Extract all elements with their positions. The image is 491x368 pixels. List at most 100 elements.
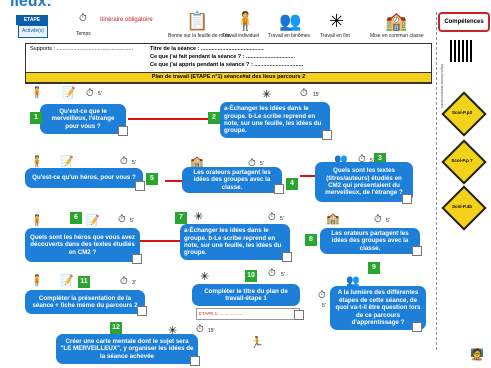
step-11-box: Compléter la présentation de la séance +… [25, 290, 145, 314]
step-5-box: Qu'est-ce qu'un héros, pour vous ? [25, 168, 143, 188]
class-icon: 🏫 [190, 156, 204, 168]
person-icon: 🧍 [30, 275, 44, 287]
timer-icon: ⏱ [268, 212, 276, 223]
qr-code-icon [450, 40, 472, 62]
step-8-box: Les orateurs partagent les idées des gro… [320, 228, 420, 254]
step-checkbox[interactable] [135, 181, 145, 191]
header-icon-label-3: Travail en binômes [268, 33, 311, 39]
person-icon: 🧍 [30, 156, 44, 168]
step-checkbox[interactable] [412, 246, 422, 256]
header-icon-label-5: Mise en commun classe [370, 33, 424, 39]
timer-icon: ⏱ [196, 324, 204, 335]
step-number: 2 [208, 112, 220, 124]
flow-arrow [140, 240, 180, 242]
pair-icon: 👥 [279, 11, 302, 31]
runner-icon: 🏃 [250, 337, 264, 349]
step-checkbox[interactable] [402, 194, 412, 204]
person-icon: 🧍 [30, 87, 44, 99]
competence-label-3: Scol-P.4b [452, 204, 472, 209]
step-12-box: Créer une carte mentale dont le sujet se… [56, 334, 198, 364]
step-time: 3' [132, 280, 136, 286]
competence-label-2: Scol-P.p 7 [451, 158, 473, 163]
sheet-icon: 📝 [60, 156, 74, 168]
itineraire-label: Itinéraire obligatoire [100, 17, 153, 23]
step-6-box: Quels sont les héros que vous avez décou… [25, 228, 140, 262]
step-checkbox[interactable] [294, 310, 304, 320]
step-time: 5' [98, 91, 102, 97]
header-icon-label-4: Travail en îlot [320, 33, 350, 39]
timer-icon: ⏱ [358, 154, 366, 165]
appris-field[interactable]: Ce que j'ai appris pendant la séance ? :… [150, 62, 304, 68]
timer-icon: ⏱ [300, 88, 308, 99]
side-link[interactable]: https://www.lesresources... [440, 64, 445, 112]
flow-arrow [300, 175, 315, 177]
timer-icon: ⏱ [374, 214, 382, 225]
person-icon: 🧍 [30, 215, 44, 227]
step-checkbox[interactable] [282, 252, 292, 262]
class-icon: 🏫 [326, 213, 340, 225]
step-time: 15' [208, 328, 215, 334]
step-number: 7 [175, 212, 187, 224]
step-checkbox[interactable] [190, 356, 200, 366]
step-number: 4 [286, 178, 298, 190]
flow-arrow [165, 180, 182, 182]
competence-label-1: Scol-P.p3 [452, 110, 472, 115]
step-7-box: a-Échanger les idées dans le groupe. b-L… [180, 224, 290, 260]
step-10-box: Compléter le titre du plan de travail-ét… [192, 284, 300, 306]
step-time: 5' [386, 218, 390, 224]
header-icon-label-2: Travail individuel [222, 33, 260, 39]
step-time: 5' [281, 272, 285, 278]
step-number: 1 [30, 112, 42, 124]
step-2-box: a-Échanger les idées dans le groupe. b-L… [220, 102, 330, 138]
pair-icon: 👥 [334, 154, 348, 166]
pair-icon: 👥 [346, 275, 360, 287]
group-icon: ✳ [200, 271, 210, 283]
step-checkbox[interactable] [132, 254, 142, 264]
step-number: 8 [305, 234, 317, 246]
timer-icon: ⏱ [79, 13, 87, 24]
step-time: 5' [280, 216, 284, 222]
fait-field[interactable]: Ce que j'ai fait pendant la séance ? : .… [150, 54, 295, 60]
step-number: 9 [368, 262, 380, 274]
step-time: 15' [313, 92, 320, 98]
step-checkbox[interactable] [137, 306, 147, 316]
sheet-icon: 📝 [60, 275, 74, 287]
supports-field[interactable]: Supports : .............................… [30, 46, 134, 52]
timer-icon: ⏱ [248, 158, 256, 169]
step-time: 5' [132, 160, 136, 166]
step-checkbox[interactable] [118, 126, 128, 136]
timer-icon: ⏱ [86, 88, 94, 99]
step-number: 10 [245, 270, 257, 282]
step-checkbox[interactable] [412, 322, 422, 332]
step-time: 5' [322, 303, 326, 309]
class-icon: 🏫 [385, 11, 408, 31]
activite-label: Activité(s) [18, 25, 48, 38]
flow-arrow [128, 118, 208, 120]
group-icon: ✳ [168, 325, 178, 337]
sheet-icon: 📋 [186, 11, 209, 31]
timer-icon: ⏱ [120, 276, 128, 287]
side-panel [436, 12, 487, 350]
sheet-icon: 📝 [86, 215, 100, 227]
timer-icon: ⏱ [120, 156, 128, 167]
group-icon: ✳ [194, 211, 204, 223]
plan-banner: Plan de travail (ETAPE n°1) séance#at de… [25, 72, 432, 83]
step-number: 11 [78, 276, 90, 288]
page-title: lieux: [10, 0, 52, 10]
step-checkbox[interactable] [322, 130, 332, 140]
step-time: 5' [370, 158, 374, 164]
step-time: 5' [260, 161, 264, 167]
timer-icon: ⏱ [118, 214, 126, 225]
group-icon: ✳ [329, 11, 345, 31]
titre-field[interactable]: Titre de la séance : ...................… [150, 46, 264, 52]
timer-icon: ⏱ [318, 290, 326, 301]
temps-label: Temps [76, 31, 91, 37]
step-9-box: A la lumière des différentes étapes de c… [330, 286, 426, 330]
step-4-box: Les orateurs partagent les idées des gro… [182, 167, 282, 193]
etape-title-field[interactable]: ETAPE 1: ................... [196, 308, 300, 320]
sheet-icon: 📝 [62, 87, 76, 99]
teacher-icon: 🧑‍🏫 [470, 349, 484, 361]
step-time: 5' [130, 218, 134, 224]
session-sheet: Supports : .............................… [25, 43, 432, 84]
step-checkbox[interactable] [274, 184, 284, 194]
